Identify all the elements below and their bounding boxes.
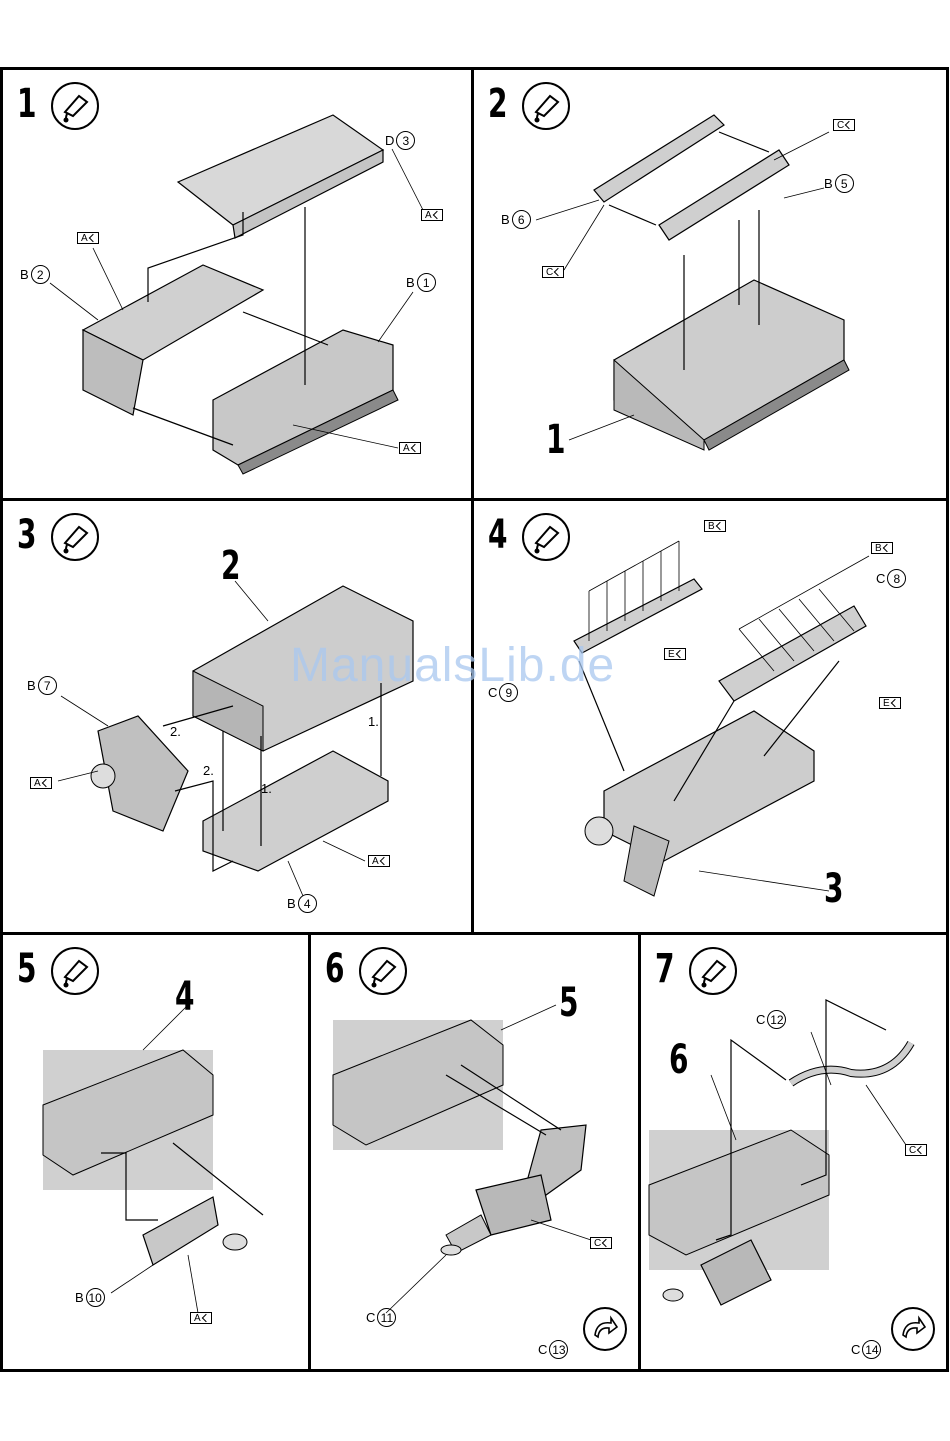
sprue-tag-c: C xyxy=(905,1144,927,1156)
engine-detail-drawing xyxy=(3,935,311,1372)
sprue-tag-c: C xyxy=(590,1237,612,1249)
sprue-tag-c: C xyxy=(542,266,564,278)
watermark: ManualsLib.de xyxy=(290,638,615,693)
sprue-tag-a: A xyxy=(368,855,390,867)
order-label: 1. xyxy=(261,781,272,796)
previous-step-ref: 5 xyxy=(559,983,578,1023)
previous-step-ref: 6 xyxy=(669,1040,688,1080)
exhaust-right-drawing xyxy=(641,935,949,1372)
sprue-tag-a: A xyxy=(421,209,443,221)
intake-manifold-assembly-drawing xyxy=(474,501,949,935)
sprue-tag-b: B xyxy=(704,520,726,532)
sprue-tag-e: E xyxy=(879,697,901,709)
order-label: 2. xyxy=(170,724,181,739)
order-label: 2. xyxy=(203,763,214,778)
sprue-tag-a: A xyxy=(399,442,421,454)
sprue-tag-a: A xyxy=(30,777,52,789)
rotate-model-icon xyxy=(891,1307,935,1351)
sprue-tag-e: E xyxy=(664,648,686,660)
rotate-model-icon xyxy=(583,1307,627,1351)
previous-step-ref: 3 xyxy=(824,869,843,909)
sprue-tag-a: A xyxy=(77,232,99,244)
previous-step-ref: 1 xyxy=(546,420,565,460)
sprue-tag-a: A xyxy=(190,1312,212,1324)
order-label: 1. xyxy=(368,714,379,729)
previous-step-ref: 4 xyxy=(175,977,194,1017)
previous-step-ref: 2 xyxy=(221,546,240,586)
exhaust-left-drawing xyxy=(311,935,641,1372)
sprue-tag-c: C xyxy=(833,119,855,131)
sprue-tag-b: B xyxy=(871,542,893,554)
